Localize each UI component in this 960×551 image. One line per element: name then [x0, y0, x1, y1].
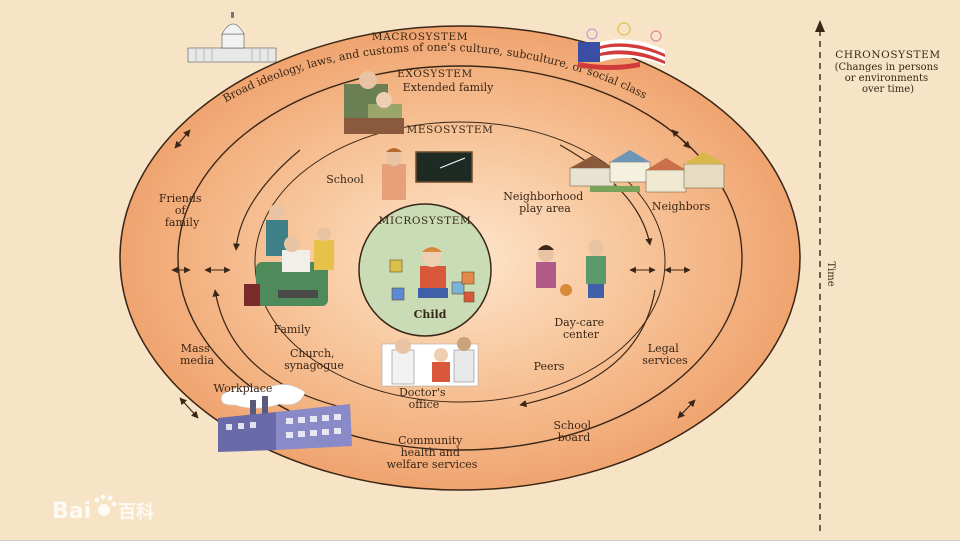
day-care-children-illustration: [536, 240, 606, 298]
doctor-illustration: [381, 337, 479, 387]
micro-doctors-office: Doctor's office: [399, 386, 449, 411]
exo-extended-family: Extended family: [403, 81, 494, 94]
baidu-watermark: Bai 百科: [52, 494, 154, 524]
extended-family-illustration: [344, 71, 404, 134]
workplace-factory-illustration: [218, 384, 352, 452]
exo-neighbors: Neighbors: [652, 200, 711, 213]
exo-community-services: Community health and welfare services: [387, 434, 478, 471]
capitol-building-icon: [187, 12, 277, 63]
micro-school: School: [326, 173, 364, 186]
exo-school-board: School board: [553, 419, 594, 444]
family-illustration: [244, 204, 334, 306]
exo-arrow-se: [677, 399, 696, 419]
svg-text:Bai: Bai: [52, 499, 91, 524]
meso-arrow-left: [232, 149, 301, 251]
child-with-blocks-illustration: [389, 247, 475, 303]
exo-friends-of-family: Friends of family: [159, 192, 205, 229]
paw-icon: [94, 494, 117, 516]
exosystem-title: EXOSYSTEM: [397, 68, 473, 80]
time-axis-label: Time: [825, 261, 836, 286]
svg-text:百科: 百科: [118, 501, 154, 523]
micro-peers: Peers: [534, 360, 565, 373]
exo-mass-media: Mass media: [180, 342, 215, 367]
exo-arrow-sw: [179, 397, 199, 419]
micro-family: Family: [273, 323, 311, 336]
meso-arrow-bottom-left: [212, 289, 346, 409]
micro-day-care-center: Day-care center: [554, 316, 607, 341]
chronosystem-title: CHRONOSYSTEM: [835, 49, 940, 61]
teacher-illustration: [382, 148, 473, 200]
meso-arrow-bottom-right: [519, 289, 656, 408]
microsystem-child-label: Child: [414, 308, 447, 321]
mesosystem-title: MESOSYSTEM: [407, 124, 494, 136]
meso-arrow-right: [559, 144, 653, 246]
mesosystem-ring: [254, 121, 666, 403]
us-flag-icon: [578, 22, 665, 70]
neighborhood-houses-illustration: [569, 150, 725, 193]
exo-arrow-nw: [174, 129, 191, 149]
micro-neighborhood-play-area: Neighborhood play area: [503, 190, 587, 215]
exo-legal-services: Legal services: [642, 342, 688, 367]
macrosystem-title: MACROSYSTEM: [372, 31, 468, 43]
bottom-border: [0, 540, 960, 551]
exo-workplace: Workplace: [214, 382, 273, 395]
chronosystem-description: (Changes in persons or environments over…: [835, 62, 942, 95]
micro-church-synagogue: Church, synagogue: [284, 347, 344, 372]
exo-arrow-ne: [671, 129, 691, 149]
time-axis-arrowhead: [815, 20, 825, 32]
microsystem-title: MICROSYSTEM: [379, 215, 472, 227]
exosystem-ring: [177, 65, 743, 451]
